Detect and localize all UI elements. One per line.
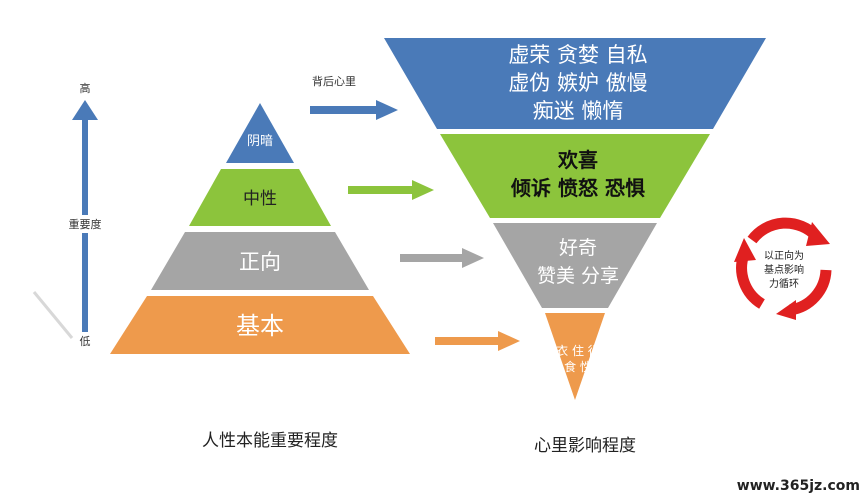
- hidden-label: 背后心里: [312, 74, 356, 88]
- importance-axis: 高 重要度 低: [66, 81, 106, 348]
- cycle-icon: 以正向为 基点影响 力循环: [734, 217, 832, 320]
- lower-mid-line-2: 赞美 分享: [537, 265, 619, 287]
- cycle-arc-top: [747, 217, 820, 244]
- triangle-level-upper-mid: [440, 134, 710, 218]
- axis-high-label: 高: [80, 81, 91, 95]
- arrow-orange-icon: [435, 331, 520, 351]
- pyramid-label-dark: 阴暗: [247, 134, 273, 149]
- watermark: www.365jz.com: [737, 478, 860, 494]
- pyramid-label-basic: 基本: [236, 312, 284, 340]
- bottom-line-1: 衣 住 行: [556, 343, 600, 358]
- cycle-arrowhead-right-icon: [776, 300, 796, 320]
- left-caption: 人性本能重要程度: [202, 431, 338, 451]
- cycle-line-2: 基点影响: [764, 263, 804, 276]
- cycle-arc-right: [788, 269, 832, 316]
- arrow-blue-icon: [310, 100, 398, 120]
- pyramid-label-positive: 正向: [239, 250, 281, 274]
- triangle-level-bottom: [545, 313, 605, 400]
- cycle-arc-left: [736, 252, 766, 309]
- pyramid-level-basic: [110, 296, 410, 354]
- upper-mid-line-1: 欢喜: [557, 148, 598, 172]
- right-caption: 心里影响程度: [534, 436, 636, 456]
- cycle-line-1: 以正向为: [764, 249, 804, 262]
- right-triangle: 虚荣 贪婪 自私 虚伪 嫉妒 傲慢 痴迷 懒惰 欢喜 倾诉 愤怒 恐惧 好奇 赞…: [384, 38, 766, 456]
- triangle-level-top: [384, 38, 766, 129]
- pyramid-level-neutral: [189, 169, 331, 226]
- axis-label-bg: [66, 215, 106, 233]
- left-pyramid: 阴暗 中性 正向 基本 人性本能重要程度: [110, 103, 410, 451]
- top-line-2: 虚伪 嫉妒 傲慢: [508, 71, 647, 95]
- cycle-line-3: 力循环: [769, 277, 799, 290]
- cycle-arrowhead-top-icon: [806, 222, 830, 246]
- bottom-line-2: 食 性: [564, 359, 592, 374]
- arrow-green-icon: [348, 180, 434, 200]
- cycle-arrowhead-left-icon: [734, 238, 756, 262]
- top-line-3: 痴迷 懒惰: [533, 99, 624, 123]
- decorative-line: [32, 291, 74, 339]
- top-line-1: 虚荣 贪婪 自私: [508, 43, 647, 67]
- pyramid-level-dark: [226, 103, 294, 163]
- axis-label: 重要度: [69, 217, 102, 231]
- pyramid-level-positive: [151, 232, 369, 290]
- axis-low-label: 低: [80, 335, 91, 348]
- lower-mid-line-1: 好奇: [559, 237, 597, 259]
- connecting-arrows: 背后心里: [310, 74, 520, 351]
- upper-mid-line-2: 倾诉 愤怒 恐惧: [510, 176, 645, 200]
- pyramid-label-neutral: 中性: [243, 189, 277, 209]
- axis-arrow-up-icon: [72, 100, 98, 120]
- triangle-level-lower-mid: [493, 223, 657, 308]
- arrow-gray-icon: [400, 248, 484, 268]
